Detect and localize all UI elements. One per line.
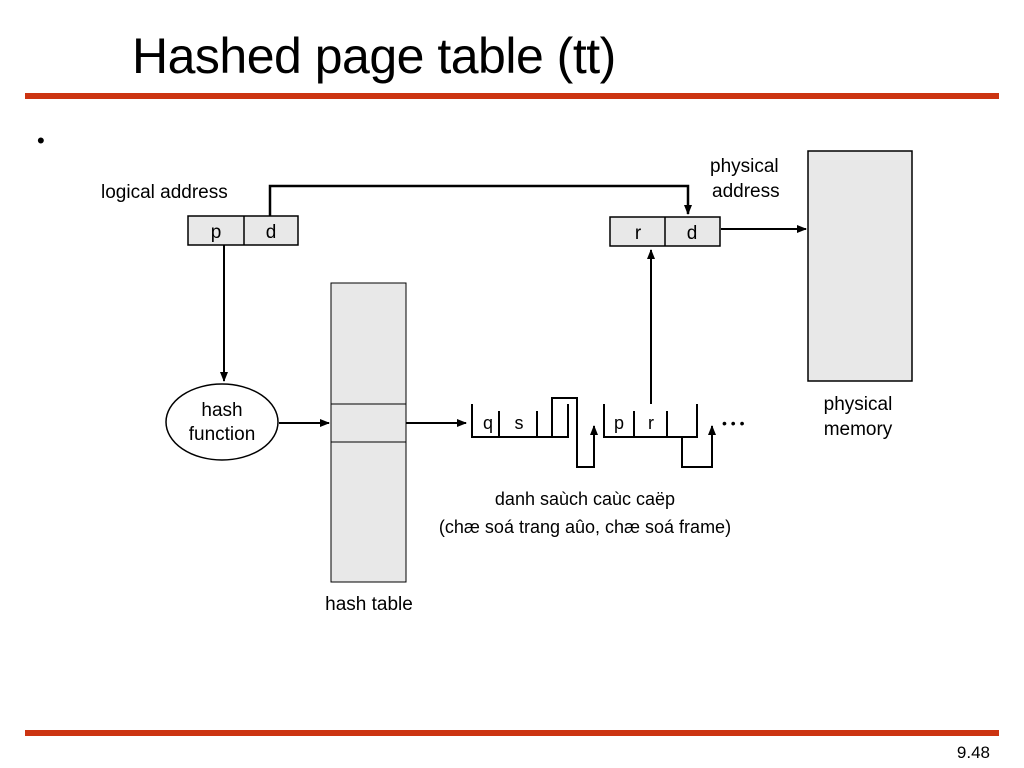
physical-address-label-line2: address xyxy=(712,181,780,202)
hash-function-label-line2: function xyxy=(189,424,256,445)
chain-node-1 xyxy=(471,404,569,438)
hash-function-ellipse xyxy=(165,383,279,461)
chain-link-1 xyxy=(551,397,598,468)
logical-address-register xyxy=(187,215,299,246)
chain-node-2 xyxy=(603,404,698,438)
chain-node-2-value: r xyxy=(648,413,654,433)
chain-caption-line1: danh saùch caùc caëp xyxy=(495,489,675,509)
chain-link-2 xyxy=(681,425,716,468)
chain-caption-line2: (chæ soá trang aûo, chæ soá frame) xyxy=(439,517,731,537)
physical-frame-field: r xyxy=(635,223,642,244)
hash-function-label-line1: hash xyxy=(201,400,242,421)
physical-memory-label-line1: physical xyxy=(824,394,893,415)
slide-title: Hashed page table (tt) xyxy=(132,28,616,84)
offset-forward-arrow xyxy=(268,184,692,216)
physical-memory-label-line2: memory xyxy=(824,419,893,440)
bullet-point: • xyxy=(37,128,45,153)
physical-address-register xyxy=(609,216,721,247)
physical-offset-field: d xyxy=(687,223,698,244)
hash-table xyxy=(330,282,407,583)
logical-address-label: logical address xyxy=(101,182,228,203)
title-divider xyxy=(25,93,999,99)
chain-node-2-key: p xyxy=(614,413,624,433)
chain-ellipsis: • • • xyxy=(722,415,745,431)
logical-page-field: p xyxy=(211,222,222,243)
page-number: 9.48 xyxy=(956,743,990,762)
chain-node-1-value: s xyxy=(515,413,524,433)
physical-address-label-line1: physical xyxy=(710,156,779,177)
chain-node-1-key: q xyxy=(483,413,493,433)
physical-memory-block xyxy=(807,150,913,382)
hash-table-label: hash table xyxy=(325,594,413,615)
logical-offset-field: d xyxy=(266,222,277,243)
footer-divider xyxy=(25,730,999,736)
